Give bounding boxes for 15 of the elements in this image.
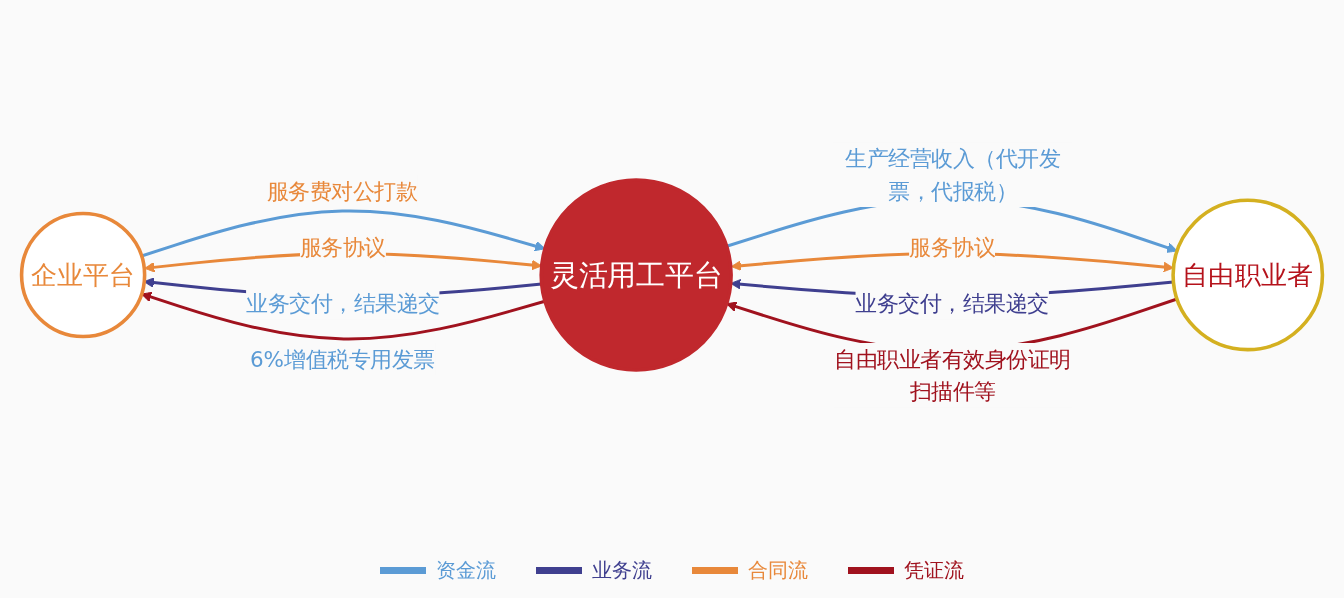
node-circle: 自由职业者: [1171, 198, 1325, 351]
edge-label: 服务协议: [299, 233, 386, 259]
node-circle: 灵活用工平台: [539, 177, 733, 372]
edge-label: 业务交付，结果递交: [246, 290, 440, 316]
legend-label: 凭证流: [904, 557, 964, 584]
edge-label: 生产经营收入（代开发票，代报税）: [845, 145, 1061, 203]
edge-label: 服务协议: [909, 233, 996, 259]
legend-label: 合同流: [748, 557, 808, 584]
edge-label: 业务交付，结果递交: [855, 290, 1049, 316]
legend-label: 业务流: [592, 557, 652, 584]
legend-label: 资金流: [436, 557, 496, 584]
edge-label: 服务费对公打款: [266, 177, 418, 204]
edge-label: 自由职业者有效身份证明扫描件等: [834, 346, 1071, 404]
node-circle: 企业平台: [19, 211, 147, 338]
edge-label: 6%增值税专用发票: [249, 345, 435, 372]
